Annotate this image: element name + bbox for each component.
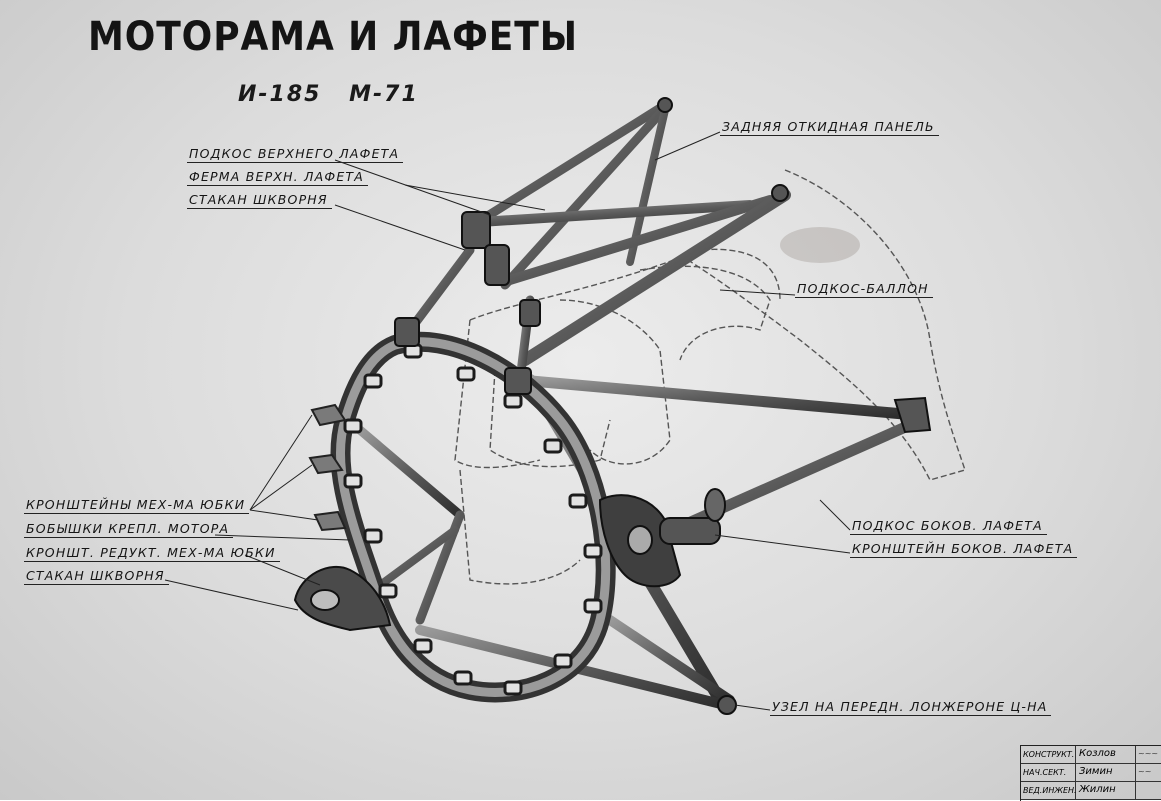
- title-block-signature: ~~: [1138, 767, 1152, 776]
- title-block-name: Зимин: [1076, 764, 1136, 781]
- title-block-role: НАЧ.СЕКТ.: [1021, 764, 1076, 781]
- label-upper-mount-truss: ФЕРМА ВЕРХН. ЛАФЕТА: [187, 169, 369, 186]
- label-pivot-cup-lower: СТАКАН ШКВОРНЯ: [24, 568, 169, 585]
- drawing-title: МОТОРАМА И ЛАФЕТЫ: [88, 14, 578, 60]
- title-block-signature: ~~~: [1138, 749, 1159, 758]
- label-rear-hinged-panel: ЗАДНЯЯ ОТКИДНАЯ ПАНЕЛЬ: [720, 119, 939, 136]
- title-block-row: НАЧ.СЕКТ. Зимин ~~: [1021, 764, 1161, 782]
- label-side-mount-strut: ПОДКОС БОКОВ. ЛАФЕТА: [850, 518, 1047, 535]
- aircraft-designation: И-185: [238, 82, 322, 107]
- label-skirt-brackets: КРОНШТЕЙНЫ МЕХ-МА ЮБКИ: [24, 497, 250, 514]
- title-block-name: Козлов: [1076, 746, 1136, 763]
- title-block: КОНСТРУКТ. Козлов ~~~ НАЧ.СЕКТ. Зимин ~~…: [1020, 745, 1161, 801]
- drawing-subtitle: И-185 М-71: [238, 82, 437, 107]
- title-block-role: КОНСТРУКТ.: [1021, 746, 1076, 763]
- engine-ring: [330, 331, 616, 703]
- tube-frame: [355, 100, 921, 710]
- label-pivot-cup-upper: СТАКАН ШКВОРНЯ: [187, 192, 332, 209]
- label-side-mount-bracket: КРОНШТЕЙН БОКОВ. ЛАФЕТА: [850, 541, 1078, 558]
- title-block-signature: [1136, 782, 1161, 799]
- label-skirt-reducer-bracket: КРОНШТ. РЕДУКТ. МЕХ-МА ЮБКИ: [24, 545, 280, 562]
- paper-stain: [780, 227, 860, 263]
- engine-designation: М-71: [349, 82, 419, 107]
- title-block-row: ВЕД.ИНЖЕН. Жилин: [1021, 782, 1161, 800]
- upper-fittings: [394, 97, 932, 715]
- title-block-name: Жилин: [1076, 782, 1136, 799]
- side-mount-bracket: [598, 488, 726, 588]
- lower-pivot-fitting: [293, 565, 392, 632]
- label-upper-mount-strut: ПОДКОС ВЕРХНЕГО ЛАФЕТА: [187, 146, 404, 163]
- label-front-spar-node: УЗЕЛ НА ПЕРЕДН. ЛОНЖЕРОНЕ Ц-НА: [770, 699, 1052, 716]
- title-block-role: ВЕД.ИНЖЕН.: [1021, 782, 1077, 799]
- label-engine-bosses: БОБЫШКИ КРЕПЛ. МОТОРА: [24, 521, 234, 538]
- skirt-brackets: [308, 403, 347, 532]
- title-block-row: КОНСТРУКТ. Козлов ~~~: [1021, 746, 1161, 764]
- label-strut-cylinder: ПОДКОС-БАЛЛОН: [795, 281, 933, 298]
- leader-lines: [164, 131, 851, 711]
